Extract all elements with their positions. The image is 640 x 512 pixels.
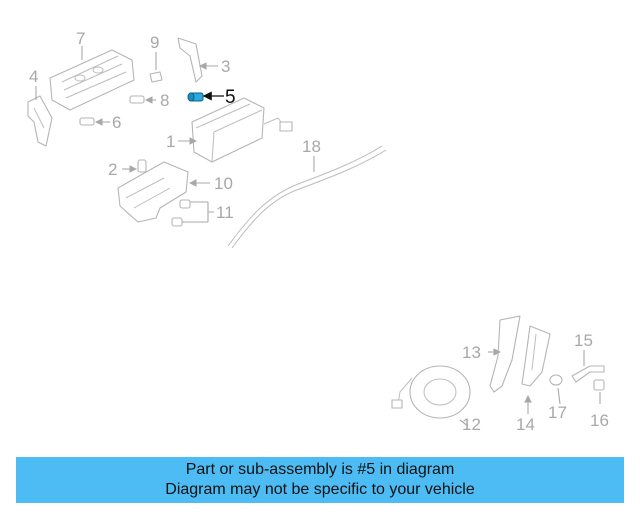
callout-17: 17: [548, 403, 567, 422]
part-6-bolt: [79, 117, 95, 126]
callout-8: 8: [160, 91, 169, 110]
part-1-airbag-module: [191, 97, 293, 163]
leader-lines: [35, 46, 601, 427]
part-2-bolt: [137, 159, 147, 173]
callout-12: 12: [462, 415, 481, 434]
part-10-bracket: [117, 161, 189, 223]
part-15-bracket: [571, 365, 605, 383]
part-4-bracket: [27, 95, 53, 147]
callout-6: 6: [112, 113, 121, 132]
callout-10: 10: [214, 174, 233, 193]
part-14-pillar-trim: [521, 325, 551, 387]
callout-16: 16: [590, 411, 609, 430]
callout-13: 13: [462, 343, 481, 362]
callout-14: 14: [516, 415, 535, 434]
part-11-bolts: [171, 199, 191, 227]
callout-3: 3: [221, 57, 230, 76]
part-3-bracket: [177, 37, 203, 83]
callout-5: 5: [225, 87, 236, 108]
callout-18: 18: [302, 137, 321, 156]
part-5-bolt: [187, 92, 204, 102]
part-13-pillar-trim: [489, 315, 521, 393]
info-banner: Part or sub-assembly is #5 in diagram Di…: [16, 457, 624, 503]
callout-15: 15: [574, 331, 593, 350]
callout-9: 9: [150, 33, 159, 52]
callout-11: 11: [216, 203, 234, 222]
callout-7: 7: [76, 29, 85, 48]
parts-diagram: 7 4 9 3 5 8 6 1 2 10 11 18 12 13 14 15 1…: [27, 29, 609, 434]
part-9-clip: [149, 71, 163, 83]
part-12-steering-airbag: [391, 365, 471, 419]
callout-4: 4: [29, 67, 38, 86]
part-17-clip: [549, 374, 563, 386]
callout-2: 2: [108, 160, 117, 179]
banner-disclaimer: Diagram may not be specific to your vehi…: [165, 481, 475, 498]
part-18-curtain-airbag: [227, 145, 387, 249]
callout-1: 1: [166, 132, 175, 151]
callout-labels: 7 4 9 3 5 8 6 1 2 10 11 18 12 13 14 15 1…: [29, 29, 609, 434]
part-7-cover: [49, 49, 135, 111]
part-16-bolt: [593, 379, 605, 391]
part-8-bolt: [129, 95, 145, 104]
banner-part-note: Part or sub-assembly is #5 in diagram: [185, 461, 455, 478]
